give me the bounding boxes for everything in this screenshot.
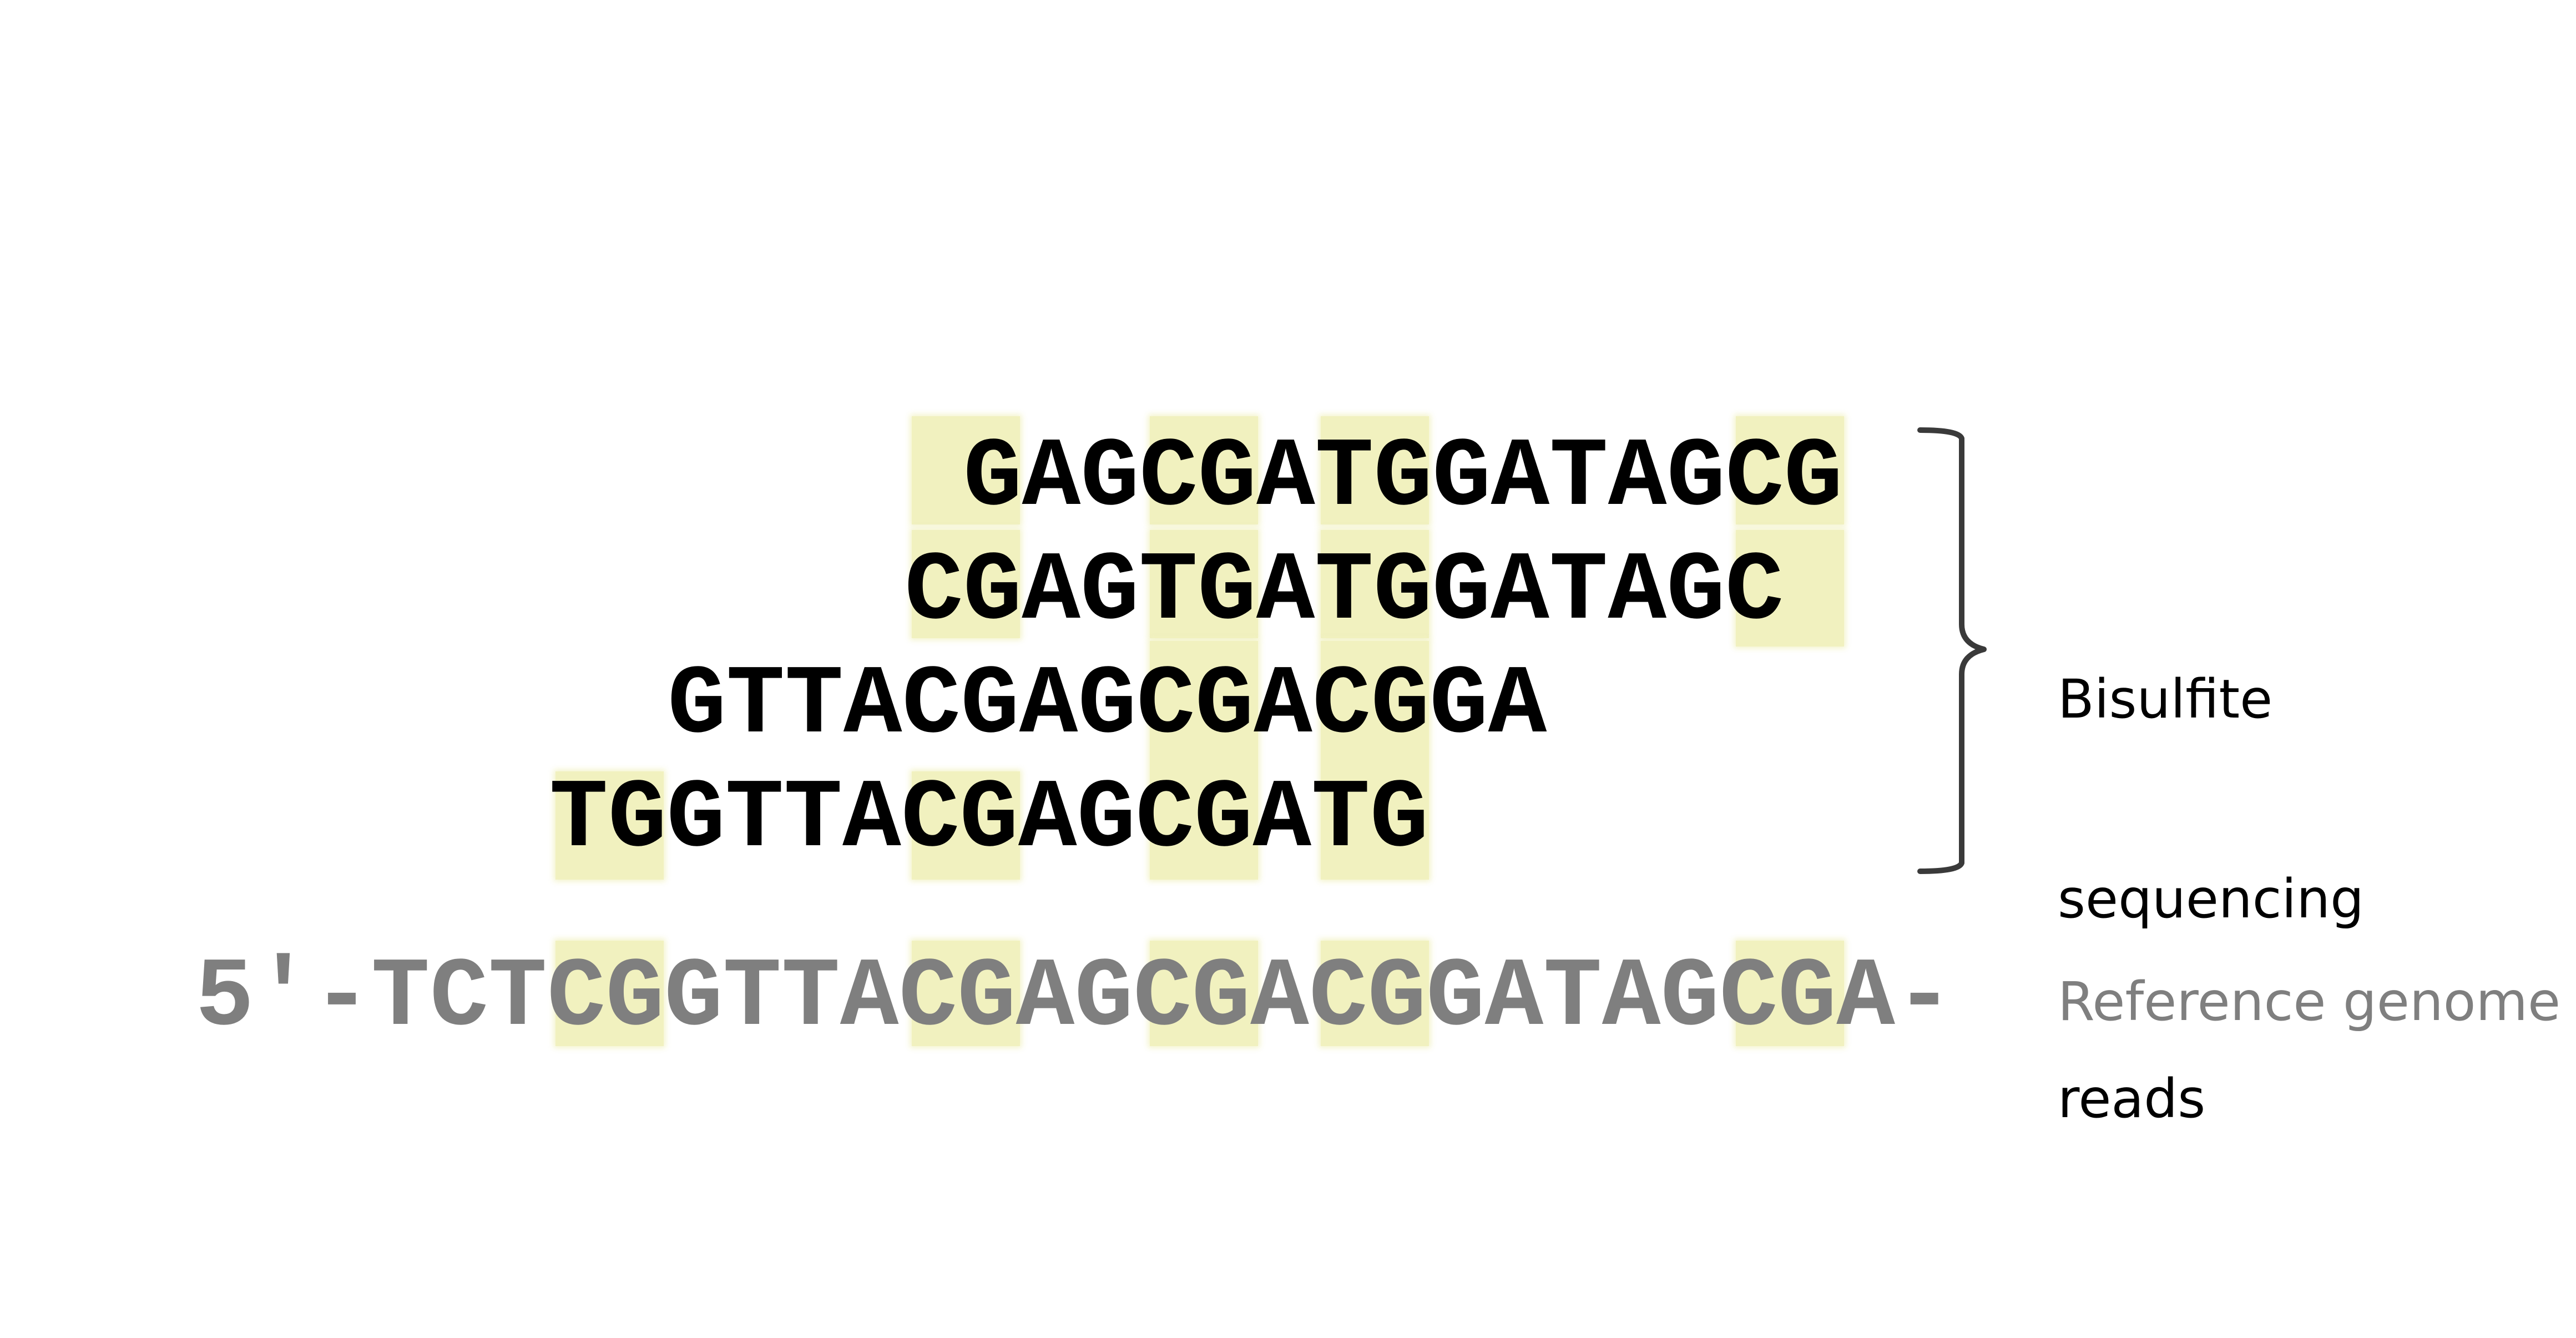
cpg-highlight-2 [912, 771, 1020, 880]
cpg-highlight-3 [1150, 641, 1258, 880]
cpg-highlight-1 [555, 771, 664, 880]
cpg-highlight-2 [912, 416, 1020, 524]
cpg-highlight-3 [1150, 941, 1258, 1046]
cpg-highlight-2 [912, 941, 1020, 1046]
cpg-highlight-5 [1736, 530, 1844, 647]
reference-sequence: TCTCGGTTACGAGCGACGGATAGCGA [371, 942, 1895, 1053]
reads-label-line-2: sequencing [2058, 868, 2364, 930]
read-1: GAGCGATGGATAGCG [963, 422, 1843, 533]
cpg-highlight-3 [1150, 416, 1258, 524]
cpg-highlight-1 [555, 941, 664, 1046]
read-2: CGAGTGATGGATAGC [905, 536, 1784, 647]
reads-label: Bisulfite sequencing reads [2058, 533, 2364, 1265]
cpg-highlight-4 [1321, 641, 1429, 880]
reads-label-line-1: Bisulfite [2058, 668, 2273, 730]
cpg-highlight-4 [1321, 416, 1429, 524]
cpg-highlight-5 [1736, 416, 1844, 524]
read-3: GTTACGAGCGACGGA [668, 650, 1547, 761]
cpg-highlight-4 [1321, 530, 1429, 638]
reference-label: Reference genome [2058, 971, 2561, 1033]
cpg-highlight-3 [1150, 530, 1258, 638]
reference-sequence-line: 5′-TCTCGGTTACGAGCGACGGATAGCGA- [195, 949, 1954, 1047]
read-4: TGGTTACGAGCGATG [549, 764, 1429, 875]
reference-suffix: - [1895, 942, 1954, 1053]
cpg-highlight-5 [1736, 941, 1844, 1046]
cpg-highlight-4 [1321, 941, 1429, 1046]
reference-prefix: 5′- [195, 942, 371, 1053]
reads-label-line-3: reads [2058, 1068, 2206, 1130]
cpg-highlight-2 [912, 530, 1020, 638]
